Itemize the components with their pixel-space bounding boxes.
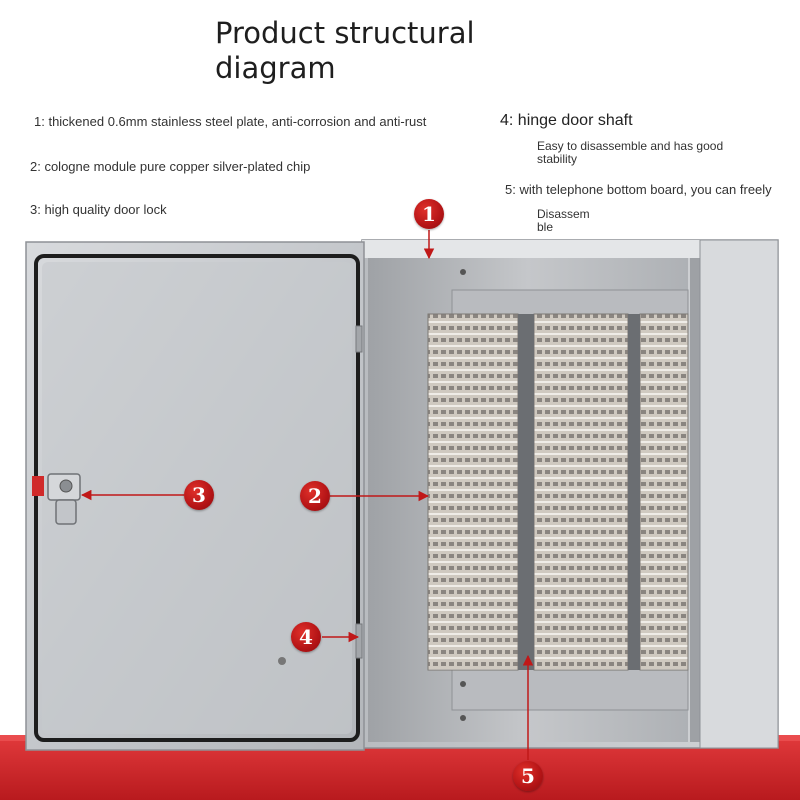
page-title: Product structural diagram <box>215 16 475 85</box>
note-1: 1: thickened 0.6mm stainless steel plate… <box>34 114 427 129</box>
marker-2: 2 <box>300 481 330 511</box>
note-4: 4: hinge door shaft <box>500 112 633 129</box>
marker-1: 1 <box>414 199 444 229</box>
marker-3: 3 <box>184 480 214 510</box>
note-5-detail: Disassem ble <box>537 207 590 234</box>
terminal-modules <box>427 313 689 671</box>
marker-4: 4 <box>291 622 321 652</box>
annotation-arrows <box>80 230 534 760</box>
marker-5: 5 <box>513 761 543 791</box>
note-2: 2: cologne module pure copper silver-pla… <box>30 159 311 174</box>
door-lock-icon <box>32 473 81 525</box>
note-5: 5: with telephone bottom board, you can … <box>505 182 772 197</box>
note-4-detail: Easy to disassemble and has good stabili… <box>537 139 724 166</box>
note-3: 3: high quality door lock <box>30 202 167 217</box>
